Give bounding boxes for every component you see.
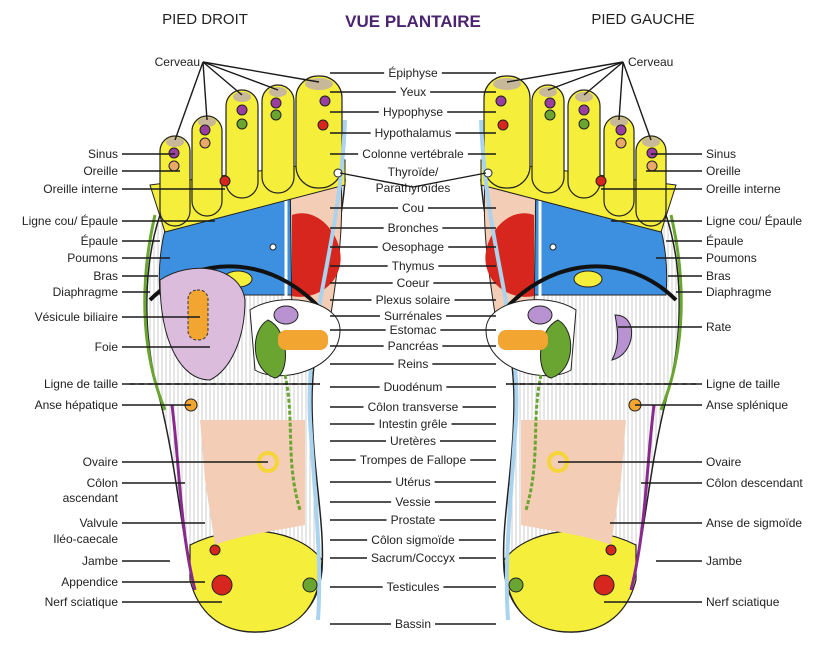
center-label: Parathyroïdes bbox=[376, 181, 451, 195]
center-label: Cou bbox=[402, 201, 424, 215]
center-label: Duodénum bbox=[384, 380, 443, 394]
right-label: Jambe bbox=[706, 554, 742, 568]
center-label: Yeux bbox=[400, 85, 426, 99]
gallbladder-zone bbox=[187, 289, 209, 341]
left-foot-heading: PIED GAUCHE bbox=[591, 11, 694, 28]
left-label: Anse hépatique bbox=[35, 398, 119, 412]
center-label: Pancréas bbox=[388, 339, 439, 353]
left-label: Côlon bbox=[87, 476, 118, 490]
right-label: Ovaire bbox=[706, 455, 742, 469]
center-label: Reins bbox=[398, 357, 429, 371]
center-label: Thymus bbox=[392, 259, 435, 273]
center-label: Hypophyse bbox=[383, 105, 443, 119]
right-label: Anse de sigmoïde bbox=[706, 516, 802, 530]
label-cerveau-right: Cerveau bbox=[628, 55, 673, 69]
center-label: Vessie bbox=[395, 495, 431, 509]
right-label: Côlon descendant bbox=[706, 476, 803, 490]
right-foot bbox=[128, 74, 347, 634]
left-label: Épaule bbox=[81, 233, 119, 248]
right-label: Rate bbox=[706, 320, 732, 334]
center-label: Sacrum/Coccyx bbox=[371, 551, 455, 565]
right-label: Épaule bbox=[706, 233, 744, 248]
leader-line bbox=[506, 61, 624, 83]
right-label: Bras bbox=[706, 269, 731, 283]
label-cerveau-left: Cerveau bbox=[155, 55, 200, 69]
left-label: Ligne de taille bbox=[44, 377, 118, 391]
center-label: Testicules bbox=[387, 580, 440, 594]
right-label: Poumons bbox=[706, 251, 757, 265]
spleen-zone bbox=[611, 314, 632, 361]
left-label: Vésicule biliaire bbox=[35, 310, 119, 324]
center-label: Côlon transverse bbox=[368, 400, 459, 414]
center-label: Bronches bbox=[388, 221, 439, 235]
left-label: Jambe bbox=[82, 554, 118, 568]
center-label: Intestin grêle bbox=[379, 417, 448, 431]
center-label: Surrénales bbox=[384, 309, 442, 323]
left-label: Bras bbox=[93, 269, 118, 283]
left-label: Appendice bbox=[61, 575, 118, 589]
left-label: Sinus bbox=[88, 147, 118, 161]
center-label: Thyroïde/ bbox=[388, 165, 439, 179]
page-title: VUE PLANTAIRE bbox=[345, 12, 481, 31]
right-label: Sinus bbox=[706, 147, 736, 161]
leader-line bbox=[547, 61, 624, 91]
left-label: Nerf sciatique bbox=[45, 595, 119, 609]
right-label: Ligne cou/ Épaule bbox=[706, 213, 802, 228]
center-label: Colonne vertébrale bbox=[362, 147, 464, 161]
left-label: Iléo-caecale bbox=[53, 532, 118, 546]
right-label: Oreille bbox=[706, 164, 741, 178]
left-label: Foie bbox=[95, 340, 119, 354]
center-label: Plexus solaire bbox=[376, 293, 451, 307]
center-label: Trompes de Fallope bbox=[360, 453, 467, 467]
leader-line bbox=[202, 61, 279, 91]
leader-line bbox=[622, 61, 652, 141]
leader-line bbox=[583, 61, 624, 96]
center-label: Oesophage bbox=[382, 240, 444, 254]
leader-line bbox=[618, 61, 624, 121]
center-label: Hypothalamus bbox=[375, 126, 452, 140]
right-label: Ligne de taille bbox=[706, 377, 780, 391]
center-label: Côlon sigmoïde bbox=[371, 533, 455, 547]
leader-line bbox=[202, 61, 243, 96]
left-label: Poumons bbox=[67, 251, 118, 265]
right-foot-heading: PIED DROIT bbox=[162, 11, 248, 28]
leader-line bbox=[202, 61, 208, 121]
left-label: Oreille interne bbox=[43, 182, 118, 196]
center-label: Estomac bbox=[390, 323, 437, 337]
left-label: Oreille bbox=[83, 164, 118, 178]
leader-line bbox=[412, 172, 487, 188]
leader-line bbox=[202, 61, 320, 83]
center-label: Coeur bbox=[397, 276, 430, 290]
center-label: Utérus bbox=[395, 475, 430, 489]
right-label: Anse splénique bbox=[706, 398, 788, 412]
left-label: Ovaire bbox=[83, 455, 119, 469]
right-label: Diaphragme bbox=[706, 285, 772, 299]
left-label: ascendant bbox=[63, 491, 119, 505]
center-label: Bassin bbox=[395, 617, 431, 631]
left-foot bbox=[479, 74, 698, 634]
right-label: Oreille interne bbox=[706, 182, 781, 196]
leader-line bbox=[174, 61, 204, 141]
left-label: Ligne cou/ Épaule bbox=[22, 213, 118, 228]
leader-line bbox=[339, 172, 414, 188]
right-label: Nerf sciatique bbox=[706, 595, 780, 609]
center-label: Uretères bbox=[390, 434, 436, 448]
center-label: Prostate bbox=[391, 513, 436, 527]
left-label: Valvule bbox=[80, 516, 119, 530]
center-label: Épiphyse bbox=[388, 65, 438, 80]
left-label: Diaphragme bbox=[53, 285, 119, 299]
